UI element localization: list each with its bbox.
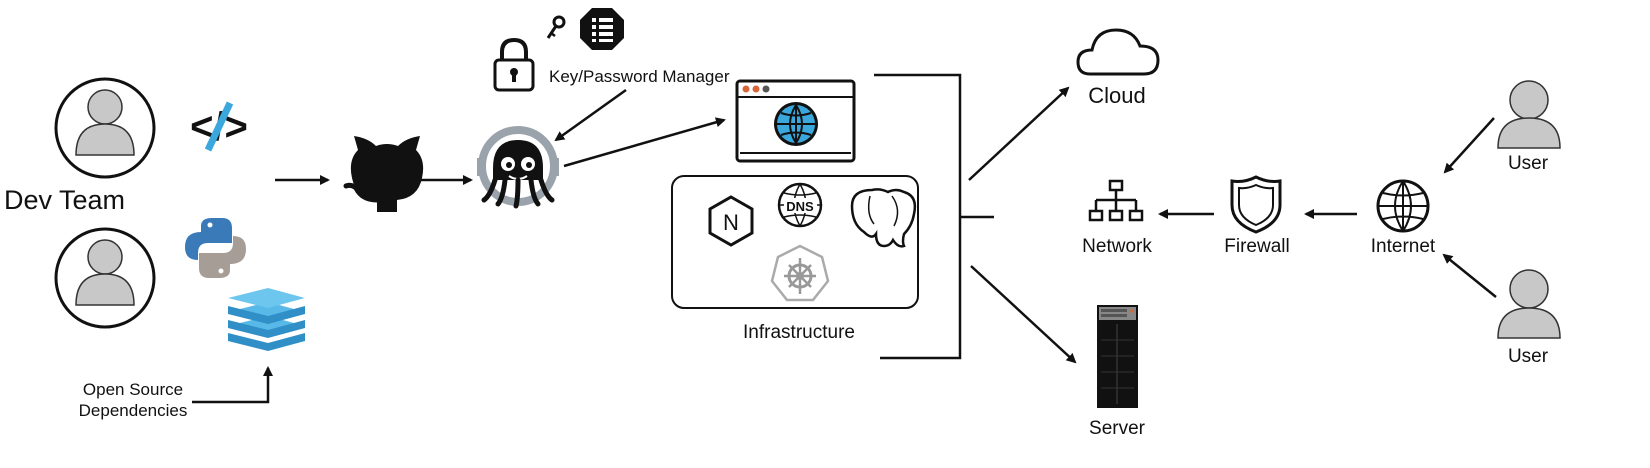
argo-to-app-arrow bbox=[563, 117, 726, 168]
cloud-label: Cloud bbox=[1088, 83, 1146, 108]
server-label: Server bbox=[1089, 418, 1145, 439]
user-top-to-internet-arrow bbox=[1443, 117, 1495, 174]
key-icon bbox=[546, 15, 566, 39]
github-icon bbox=[343, 136, 424, 212]
server-icon bbox=[1097, 305, 1138, 408]
svg-text:DNS: DNS bbox=[786, 199, 814, 214]
secrets-list-icon bbox=[580, 8, 624, 50]
dev-person-icon bbox=[54, 227, 156, 329]
user-bottom-label: User bbox=[1507, 346, 1549, 367]
user-bottom-to-internet-arrow bbox=[1442, 253, 1497, 298]
kubernetes-icon bbox=[770, 244, 830, 302]
dev-team-label: Dev Team bbox=[4, 185, 126, 215]
python-icon bbox=[185, 218, 246, 278]
lock-icon bbox=[493, 37, 535, 92]
to-cloud-arrow bbox=[968, 86, 1070, 181]
key-manager-arrow bbox=[554, 88, 627, 142]
open-source-label-line1: Open Source bbox=[82, 380, 184, 399]
postgresql-icon bbox=[850, 188, 917, 248]
svg-text:N: N bbox=[723, 210, 739, 235]
dev-person-icon bbox=[54, 77, 156, 179]
user-top-label: User bbox=[1507, 153, 1549, 174]
internet-label: Internet bbox=[1370, 236, 1436, 257]
dependencies-stack-icon bbox=[228, 288, 305, 351]
open-source-label-line2: Dependencies bbox=[78, 401, 188, 420]
cloud-icon bbox=[1076, 28, 1160, 76]
nginx-icon: N bbox=[708, 195, 754, 247]
open-source-arrow bbox=[192, 366, 273, 404]
key-password-manager-label: Key/Password Manager bbox=[549, 67, 730, 86]
infrastructure-label: Infrastructure bbox=[743, 322, 855, 343]
to-server-arrow bbox=[970, 265, 1077, 364]
dns-icon: DNS bbox=[777, 182, 823, 228]
user-icon bbox=[1497, 80, 1561, 149]
network-label: Network bbox=[1082, 236, 1152, 257]
argo-cd-icon bbox=[477, 126, 559, 209]
web-app-window bbox=[735, 79, 856, 163]
globe-icon bbox=[774, 102, 818, 146]
user-icon bbox=[1497, 269, 1561, 339]
internet-globe-icon bbox=[1376, 179, 1430, 233]
code-icon: </> bbox=[190, 101, 248, 152]
network-icon bbox=[1088, 179, 1144, 222]
firewall-shield-icon bbox=[1230, 175, 1282, 234]
firewall-label: Firewall bbox=[1224, 236, 1290, 257]
